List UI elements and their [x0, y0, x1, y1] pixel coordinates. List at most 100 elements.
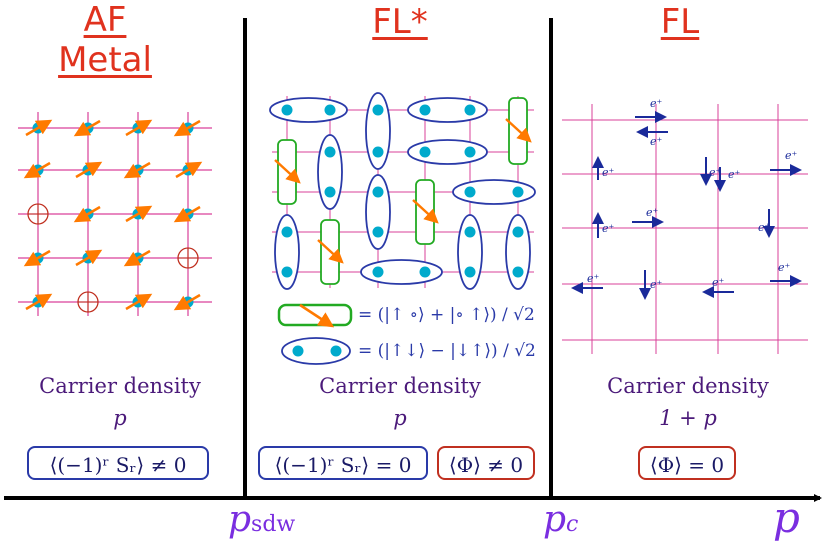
fl-title: FL — [620, 2, 740, 42]
af-title-line-2: Metal — [58, 40, 152, 80]
singlet-bond — [365, 174, 391, 250]
lattice-site — [324, 146, 336, 158]
lattice-site — [372, 104, 384, 116]
lattice-site — [372, 146, 384, 158]
lattice-site — [281, 266, 293, 278]
spin-arrow — [23, 161, 51, 179]
axis-label-p: p — [773, 493, 800, 542]
fl-phi-order-parameter: ⟨Φ⟩ = 0 — [638, 446, 736, 480]
tick-p-c: pc — [543, 500, 578, 545]
legend-singlet-label: = (|↑↓⟩ − |↓↑⟩) / √2 — [358, 341, 536, 361]
lattice-site — [464, 266, 476, 278]
electron-label: e⁺ — [650, 97, 663, 110]
lattice-site — [464, 226, 476, 238]
electron-label: e⁺ — [712, 276, 725, 289]
spin-arrow — [73, 205, 101, 223]
spin-arrow — [274, 159, 301, 184]
fl-star-carrier-value: p — [393, 406, 407, 430]
legend-symbols — [277, 303, 353, 365]
electron-label: e⁺ — [602, 222, 615, 235]
spin-arrow — [505, 118, 532, 143]
fl-star-spin-order-parameter: ⟨(−1)ʳ Sᵣ⟩ = 0 — [258, 446, 428, 480]
legend-spin-arrow — [299, 303, 335, 328]
singlet-bond — [457, 214, 483, 290]
singlet-bond — [505, 214, 531, 290]
electron-label: e⁺ — [646, 206, 659, 219]
tick-p-c-sub: c — [566, 512, 579, 537]
singlet-bond — [365, 92, 391, 170]
fl-star-carrier-label: Carrier density — [319, 374, 481, 398]
lattice-site — [419, 146, 431, 158]
lattice-site — [464, 104, 476, 116]
fl-star-phi-order-parameter: ⟨Φ⟩ ≠ 0 — [437, 446, 535, 480]
lattice-site — [330, 345, 342, 357]
spin-arrow — [123, 249, 151, 267]
spin-arrow — [75, 161, 103, 179]
electron-label: e⁺ — [758, 221, 771, 234]
spin-arrow — [173, 205, 201, 223]
af-metal-lattice — [18, 112, 212, 316]
tick-p-sdw-sub: sdw — [251, 512, 296, 537]
lattice-site — [512, 226, 524, 238]
spin-arrow — [125, 119, 153, 137]
electron-label: e⁺ — [709, 166, 722, 179]
af-carrier-label: Carrier density — [39, 374, 201, 398]
electron-label: e⁺ — [587, 272, 600, 285]
fl-star-title: FL* — [330, 2, 470, 42]
lattice-site — [372, 226, 384, 238]
singlet-bond — [360, 259, 443, 285]
spin-arrow — [73, 119, 101, 137]
electron-label: e⁺ — [650, 135, 663, 148]
af-metal-title: AF Metal — [20, 0, 190, 80]
spin-arrow — [125, 293, 153, 311]
tick-p-c-main: p — [543, 499, 567, 540]
spin-arrow — [175, 161, 203, 179]
electron-label: e⁺ — [728, 168, 741, 181]
fl-carrier-value: 1 + p — [659, 406, 717, 430]
lattice-site — [512, 266, 524, 278]
lattice-site — [281, 226, 293, 238]
singlet-bond — [274, 214, 300, 290]
af-order-parameter: ⟨(−1)ʳ Sᵣ⟩ ≠ 0 — [27, 446, 209, 480]
fl-lattice: e⁺ e⁺ e⁺ e⁺ e⁺ e⁺ e⁺ e⁺ e⁺ e⁺ e⁺ e⁺ e⁺ — [562, 97, 808, 354]
singlet-bond — [452, 179, 536, 205]
lattice-site — [372, 266, 384, 278]
spin-arrow — [75, 249, 103, 267]
fl-title-line: FL — [660, 2, 700, 42]
spin-arrow — [23, 249, 51, 267]
legend-hole-pair-label: = (|↑ ∘⟩ + |∘ ↑⟩) / √2 — [358, 305, 535, 325]
tick-p-sdw: psdw — [228, 500, 295, 545]
fl-carrier-label: Carrier density — [607, 374, 769, 398]
lattice-site — [324, 104, 336, 116]
lattice-site — [464, 186, 476, 198]
af-carrier-value: p — [113, 406, 127, 430]
lattice-site — [292, 345, 304, 357]
lattice-site — [512, 186, 524, 198]
lattice-site — [419, 266, 431, 278]
electron-label: e⁺ — [650, 278, 663, 291]
lattice-site — [419, 104, 431, 116]
legend-singlet-icon — [281, 337, 351, 365]
spin-arrow — [25, 119, 53, 137]
lattice-site — [464, 146, 476, 158]
singlet-bond — [407, 139, 488, 165]
electron-label: e⁺ — [785, 149, 798, 162]
lattice-site — [324, 186, 336, 198]
lattice-site — [372, 186, 384, 198]
fl-star-title-line: FL* — [372, 2, 428, 42]
af-title-line-1: AF — [83, 0, 127, 40]
electron-label: e⁺ — [778, 261, 791, 274]
spin-arrow — [173, 293, 201, 311]
spin-arrow — [125, 205, 153, 223]
tick-p-sdw-main: p — [228, 499, 252, 540]
electron-label: e⁺ — [602, 166, 615, 179]
spin-arrow — [317, 239, 344, 264]
spin-arrow — [123, 161, 151, 179]
singlet-bond — [317, 134, 343, 210]
spin-arrow — [25, 293, 53, 311]
lattice-site — [281, 104, 293, 116]
singlet-bond — [407, 97, 488, 123]
spin-arrow — [173, 119, 201, 137]
